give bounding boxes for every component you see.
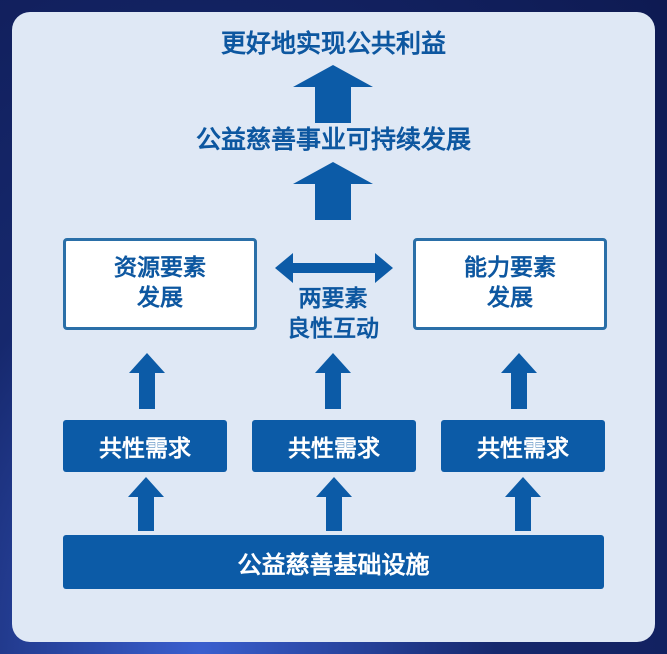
interaction-label-line1: 两要素 [298, 286, 368, 312]
up-arrow-icon [293, 162, 373, 220]
capability-element-box: 能力要素 发展 [413, 238, 607, 330]
capability-element-line1: 能力要素 [464, 255, 556, 282]
second-goal-label: 公益慈善事业可持续发展 [195, 125, 471, 154]
common-need-box-left: 共性需求 [63, 420, 227, 472]
common-need-box-right: 共性需求 [441, 420, 605, 472]
common-need-box-center: 共性需求 [252, 420, 416, 472]
up-arrow-icon [505, 477, 541, 531]
up-arrow-icon [316, 477, 352, 531]
up-arrow-icon [501, 353, 537, 409]
resource-element-label: 资源要素 发展 [114, 254, 206, 314]
resource-element-line1: 资源要素 [114, 255, 206, 282]
up-arrow-icon [128, 477, 164, 531]
up-arrow-icon [315, 353, 351, 409]
capability-element-line2: 发展 [487, 285, 533, 311]
capability-element-label: 能力要素 发展 [464, 254, 556, 314]
foundation-bar: 公益慈善基础设施 [63, 535, 604, 589]
double-arrow-icon [275, 253, 393, 283]
resource-element-line2: 发展 [137, 285, 183, 311]
interaction-label-line2: 良性互动 [287, 316, 379, 342]
up-arrow-icon [293, 65, 373, 123]
up-arrow-icon [129, 353, 165, 409]
top-goal-label: 更好地实现公共利益 [220, 29, 446, 58]
resource-element-box: 资源要素 发展 [63, 238, 257, 330]
